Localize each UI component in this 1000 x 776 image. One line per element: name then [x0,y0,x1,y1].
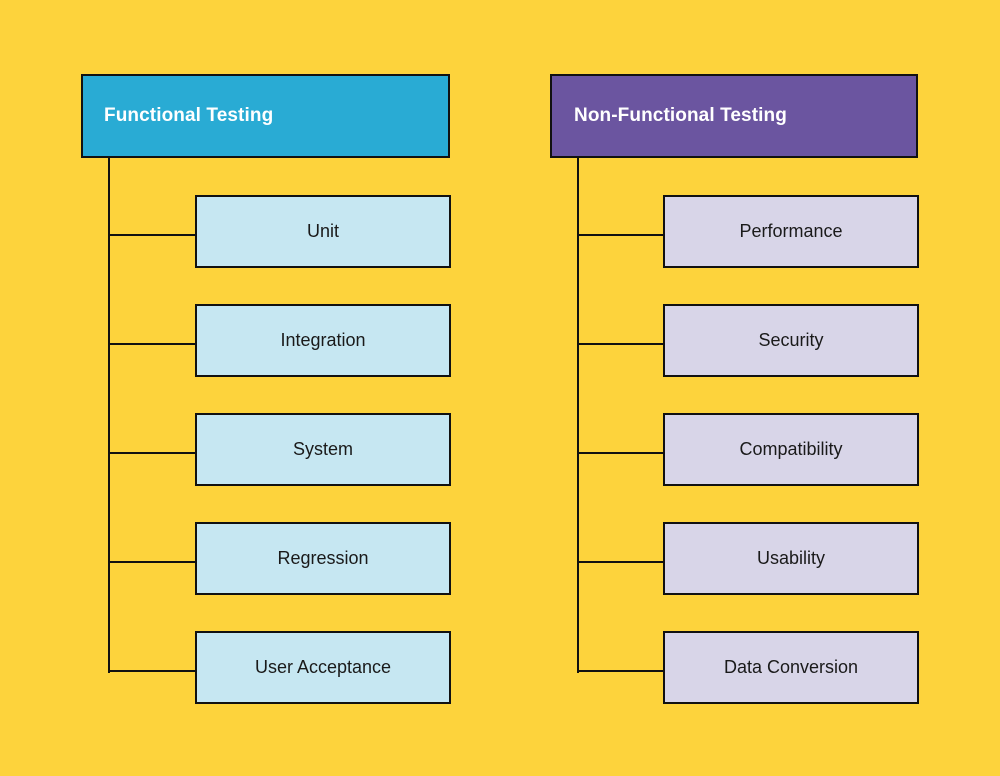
trunk-line-non-functional [577,157,579,673]
node-label: User Acceptance [254,657,392,677]
branch-line-system [108,452,197,454]
branch-line-security [577,343,665,345]
node-regression[interactable]: Regression [195,522,451,595]
header-node-label: Functional Testing [104,105,274,126]
node-compatibility[interactable]: Compatibility [663,413,919,486]
branch-line-unit [108,234,197,236]
node-security[interactable]: Security [663,304,919,377]
node-label: Usability [756,548,826,568]
header-node-non-functional-testing[interactable]: Non-Functional Testing [550,74,918,158]
trunk-line-functional [108,157,110,673]
node-usability[interactable]: Usability [663,522,919,595]
node-label: Integration [280,330,366,350]
branch-line-performance [577,234,665,236]
branch-non-functional-testing: Non-Functional Testing Performance Secur… [500,0,1000,776]
node-data-conversion[interactable]: Data Conversion [663,631,919,704]
node-user-acceptance[interactable]: User Acceptance [195,631,451,704]
node-label: Data Conversion [723,657,859,677]
node-label: System [292,439,353,459]
branch-line-regression [108,561,197,563]
branch-line-user-acceptance [108,670,197,672]
node-system[interactable]: System [195,413,451,486]
node-unit[interactable]: Unit [195,195,451,268]
branch-functional-testing: Functional Testing Unit Integration Syst… [81,74,451,704]
node-label: Security [758,330,824,350]
branch-line-usability [577,561,665,563]
branch-line-integration [108,343,197,345]
node-label: Regression [277,548,369,568]
header-node-label: Non-Functional Testing [574,105,787,126]
node-performance[interactable]: Performance [663,195,919,268]
node-label: Compatibility [739,439,843,459]
node-label: Performance [739,221,843,241]
branch-line-compatibility [577,452,665,454]
header-node-functional-testing[interactable]: Functional Testing [81,74,450,158]
node-label: Unit [306,221,339,241]
node-integration[interactable]: Integration [195,304,451,377]
branch-line-data-conversion [577,670,665,672]
